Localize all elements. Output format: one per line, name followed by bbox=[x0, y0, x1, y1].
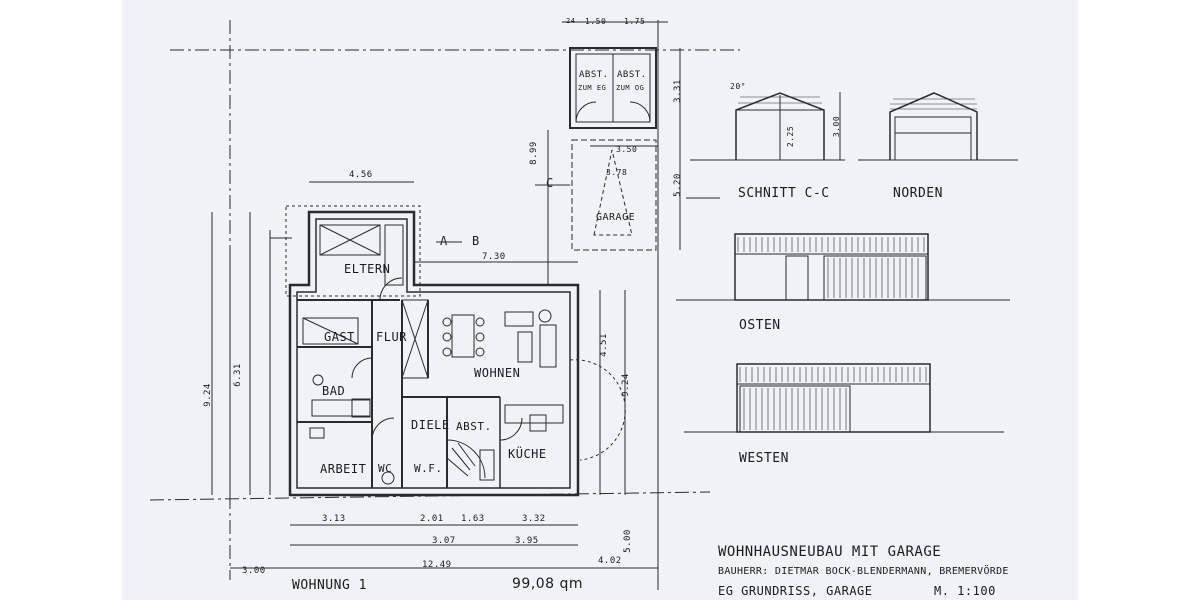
garage-label: GARAGE bbox=[596, 212, 636, 223]
elevation-angle: 20° bbox=[730, 82, 746, 91]
drawing-bauherr: BAUHERR: DIETMAR BOCK-BLENDERMANN, BREME… bbox=[718, 566, 1009, 577]
room-wf: W.F. bbox=[414, 462, 443, 475]
elevation-height-300: 3.00 bbox=[832, 115, 842, 138]
dim-bottom-201: 2.01 bbox=[420, 514, 444, 524]
dim-left-631: 6.31 bbox=[232, 363, 243, 387]
dim-left-924: 9.24 bbox=[202, 383, 213, 407]
dim-bottom-332: 3.32 bbox=[522, 514, 546, 524]
background-left bbox=[0, 0, 122, 600]
dim-bottom-313: 3.13 bbox=[322, 514, 346, 524]
room-diele: DIELE bbox=[411, 418, 450, 432]
room-kueche: KÜCHE bbox=[508, 447, 547, 461]
dim-bottom-163: 1.63 bbox=[461, 514, 485, 524]
wohnung-area: 99,08 qm bbox=[512, 576, 584, 592]
garage-abst-eg: ABST. bbox=[579, 70, 609, 80]
room-flur: FLUR bbox=[376, 330, 407, 344]
room-wohnen: WOHNEN bbox=[474, 366, 521, 380]
dim-top-730: 7.30 bbox=[482, 252, 506, 262]
garage-width-378: 3.78 bbox=[606, 168, 628, 177]
drawing-scale: M. 1:100 bbox=[934, 584, 996, 598]
dim-right-500: 5.00 bbox=[622, 529, 633, 553]
elevation-osten: OSTEN bbox=[739, 318, 781, 333]
dim-garage-520: 5.20 bbox=[672, 173, 683, 197]
dim-garage-331: 3.31 bbox=[672, 79, 683, 103]
garage-zum-eg: ZUM EG bbox=[578, 84, 607, 92]
drawing-title: WOHNHAUSNEUBAU MIT GARAGE bbox=[718, 544, 942, 560]
garage-abst-og: ABST. bbox=[617, 70, 647, 80]
room-gast: GAST bbox=[324, 330, 355, 344]
garage-width-350: 3.50 bbox=[616, 145, 638, 154]
dim-overall-1249: 12.49 bbox=[422, 560, 452, 570]
garage-dim-150: 1.50 bbox=[585, 17, 607, 26]
dim-bottom-395: 3.95 bbox=[515, 536, 539, 546]
garage-dim-24: 24 bbox=[566, 17, 576, 25]
dim-bottom-307: 3.07 bbox=[432, 536, 456, 546]
room-abst: ABST. bbox=[456, 420, 492, 433]
elevation-height-225: 2.25 bbox=[786, 125, 796, 148]
room-eltern: ELTERN bbox=[344, 262, 391, 276]
elevation-westen: WESTEN bbox=[739, 451, 789, 466]
section-mark-c: C bbox=[546, 176, 554, 190]
garage-dim-175: 1.75 bbox=[624, 17, 646, 26]
wohnung-label: WOHNUNG 1 bbox=[292, 578, 367, 593]
elevation-schnitt: SCHNITT C-C bbox=[738, 186, 830, 201]
room-wc: WC bbox=[378, 462, 393, 475]
drawing-grundriss: EG GRUNDRISS, GARAGE bbox=[718, 584, 873, 598]
garage-zum-og: ZUM OG bbox=[616, 84, 645, 92]
dim-garage-899: 8.99 bbox=[528, 141, 539, 165]
dim-right-451: 4.51 bbox=[598, 333, 609, 357]
dim-right-402: 4.02 bbox=[598, 556, 622, 566]
dim-top-456: 4.56 bbox=[349, 170, 373, 180]
elevation-norden: NORDEN bbox=[893, 186, 943, 201]
section-mark-b: B bbox=[472, 234, 480, 248]
section-mark-a: A bbox=[440, 234, 448, 248]
room-bad: BAD bbox=[322, 384, 346, 398]
dim-right-924: 9.24 bbox=[620, 373, 631, 397]
background-right bbox=[1078, 0, 1200, 600]
room-arbeit: ARBEIT bbox=[320, 462, 367, 476]
dim-left-300: 3.00 bbox=[242, 566, 266, 576]
